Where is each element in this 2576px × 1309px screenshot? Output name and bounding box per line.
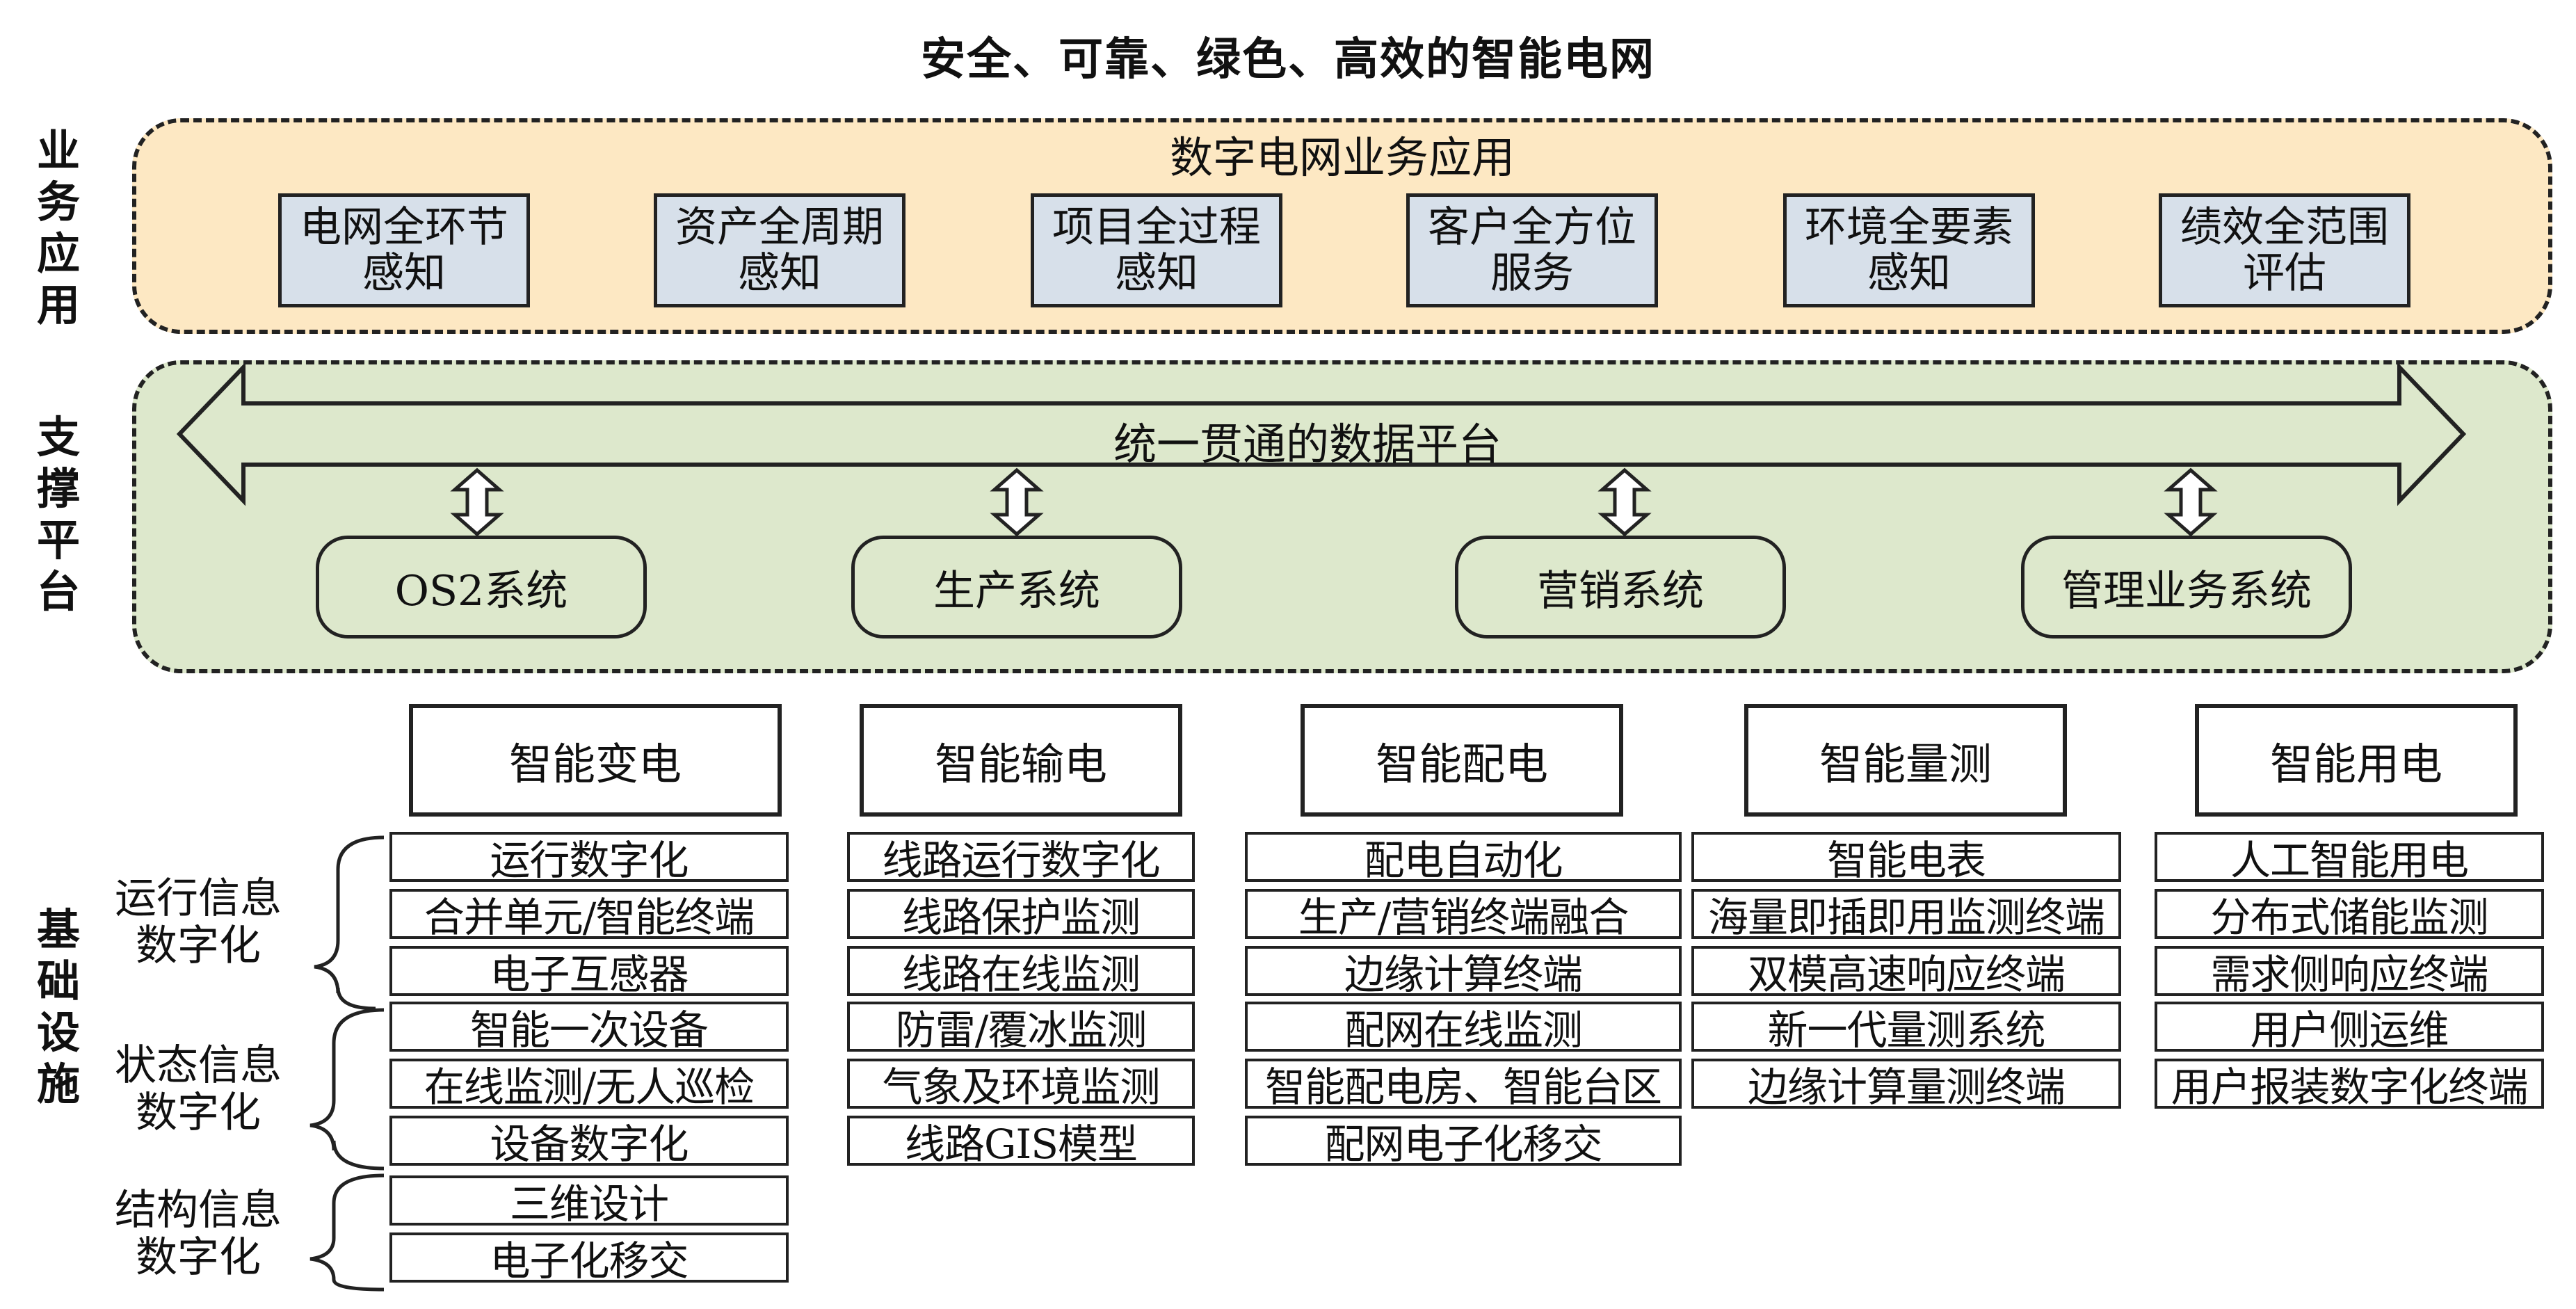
infra-item: 气象及环境监测 <box>847 1059 1195 1109</box>
infra-item: 海量即插即用监测终端 <box>1691 889 2121 939</box>
infra-item: 生产/营销终端融合 <box>1245 889 1682 939</box>
infra-item: 配网电子化移交 <box>1245 1116 1682 1166</box>
infra-item: 智能电表 <box>1691 832 2121 882</box>
infra-item: 线路在线监测 <box>847 946 1195 996</box>
infra-item: 需求侧响应终端 <box>2155 946 2544 996</box>
infra-item: 三维设计 <box>389 1175 789 1226</box>
infra-item: 人工智能用电 <box>2155 832 2544 882</box>
layer-label-platform: 支撑平台 <box>36 412 80 617</box>
connector-arrow <box>990 467 1044 537</box>
app-box-line: 感知 <box>1867 249 1951 298</box>
data-platform-arrow <box>176 362 2467 506</box>
app-box-grid-perception: 电网全环节 感知 <box>278 193 530 307</box>
group-label-line: 数字化 <box>136 922 261 970</box>
system-production: 生产系统 <box>851 536 1182 639</box>
group-label-line: 运行信息 <box>115 874 282 923</box>
infra-item: 运行数字化 <box>389 832 789 882</box>
app-box-project-process: 项目全过程 感知 <box>1031 193 1282 307</box>
infra-item: 配网在线监测 <box>1245 1002 1682 1052</box>
system-os2: OS2系统 <box>316 536 647 639</box>
system-management: 管理业务系统 <box>2021 536 2352 639</box>
app-box-line: 评估 <box>2243 249 2326 298</box>
app-box-line: 客户全方位 <box>1428 203 1636 252</box>
brace-structure <box>309 1173 385 1292</box>
data-platform-label: 统一贯通的数据平台 <box>1113 419 1502 469</box>
infra-item: 线路运行数字化 <box>847 832 1195 882</box>
domain-smart-substation: 智能变电 <box>409 704 782 817</box>
brace-operation <box>314 835 385 1011</box>
infra-item: 设备数字化 <box>389 1116 789 1166</box>
group-label-line: 数字化 <box>136 1089 261 1137</box>
infra-item: 用户报装数字化终端 <box>2155 1059 2544 1109</box>
app-box-line: 感知 <box>362 249 446 298</box>
infra-item: 边缘计算量测终端 <box>1691 1059 2121 1109</box>
layer-label-infrastructure: 基础设施 <box>36 904 80 1109</box>
infra-item: 双模高速响应终端 <box>1691 946 2121 996</box>
app-box-line: 资产全周期 <box>675 203 884 252</box>
infra-item: 智能配电房、智能台区 <box>1245 1059 1682 1109</box>
system-marketing: 营销系统 <box>1455 536 1786 639</box>
domain-smart-transmission: 智能输电 <box>860 704 1182 817</box>
application-panel-title: 数字电网业务应用 <box>1169 132 1515 183</box>
infra-item: 在线监测/无人巡检 <box>389 1059 789 1109</box>
infra-item: 边缘计算终端 <box>1245 946 1682 996</box>
app-box-line: 项目全过程 <box>1052 203 1261 252</box>
infra-item: 线路GIS模型 <box>847 1116 1195 1166</box>
app-box-line: 感知 <box>1115 249 1198 298</box>
app-box-asset-lifecycle: 资产全周期 感知 <box>654 193 905 307</box>
domain-smart-consumption: 智能用电 <box>2195 704 2518 817</box>
group-label-operation: 运行信息 数字化 <box>97 875 299 970</box>
connector-arrow <box>450 467 504 537</box>
layer-label-application: 业务应用 <box>36 125 80 330</box>
diagram-title: 安全、可靠、绿色、高效的智能电网 <box>921 33 1655 86</box>
group-label-line: 结构信息 <box>115 1186 282 1235</box>
infra-item: 防雷/覆冰监测 <box>847 1002 1195 1052</box>
infra-item: 电子互感器 <box>389 946 789 996</box>
infra-item: 用户侧运维 <box>2155 1002 2544 1052</box>
app-box-line: 感知 <box>738 249 821 298</box>
group-label-structure: 结构信息 数字化 <box>97 1187 299 1281</box>
group-label-line: 状态信息 <box>115 1041 282 1090</box>
app-box-line: 环境全要素 <box>1805 203 2013 252</box>
app-box-performance: 绩效全范围 评估 <box>2159 193 2410 307</box>
infra-item: 分布式储能监测 <box>2155 889 2544 939</box>
group-label-status: 状态信息 数字化 <box>97 1042 299 1137</box>
app-box-customer-service: 客户全方位 服务 <box>1406 193 1658 307</box>
infra-item: 电子化移交 <box>389 1232 789 1283</box>
app-box-line: 绩效全范围 <box>2180 203 2389 252</box>
group-label-line: 数字化 <box>136 1233 261 1282</box>
application-panel <box>132 118 2552 334</box>
connector-arrow <box>2164 467 2218 537</box>
infra-item: 合并单元/智能终端 <box>389 889 789 939</box>
app-box-environment: 环境全要素 感知 <box>1783 193 2035 307</box>
app-box-line: 电网全环节 <box>300 203 508 252</box>
brace-status <box>309 1008 385 1171</box>
infra-item: 智能一次设备 <box>389 1002 789 1052</box>
infra-item: 线路保护监测 <box>847 889 1195 939</box>
domain-smart-distribution: 智能配电 <box>1301 704 1623 817</box>
infra-item: 配电自动化 <box>1245 832 1682 882</box>
infra-item: 新一代量测系统 <box>1691 1002 2121 1052</box>
domain-smart-metering: 智能量测 <box>1744 704 2067 817</box>
connector-arrow <box>1597 467 1652 537</box>
app-box-line: 服务 <box>1490 249 1574 298</box>
